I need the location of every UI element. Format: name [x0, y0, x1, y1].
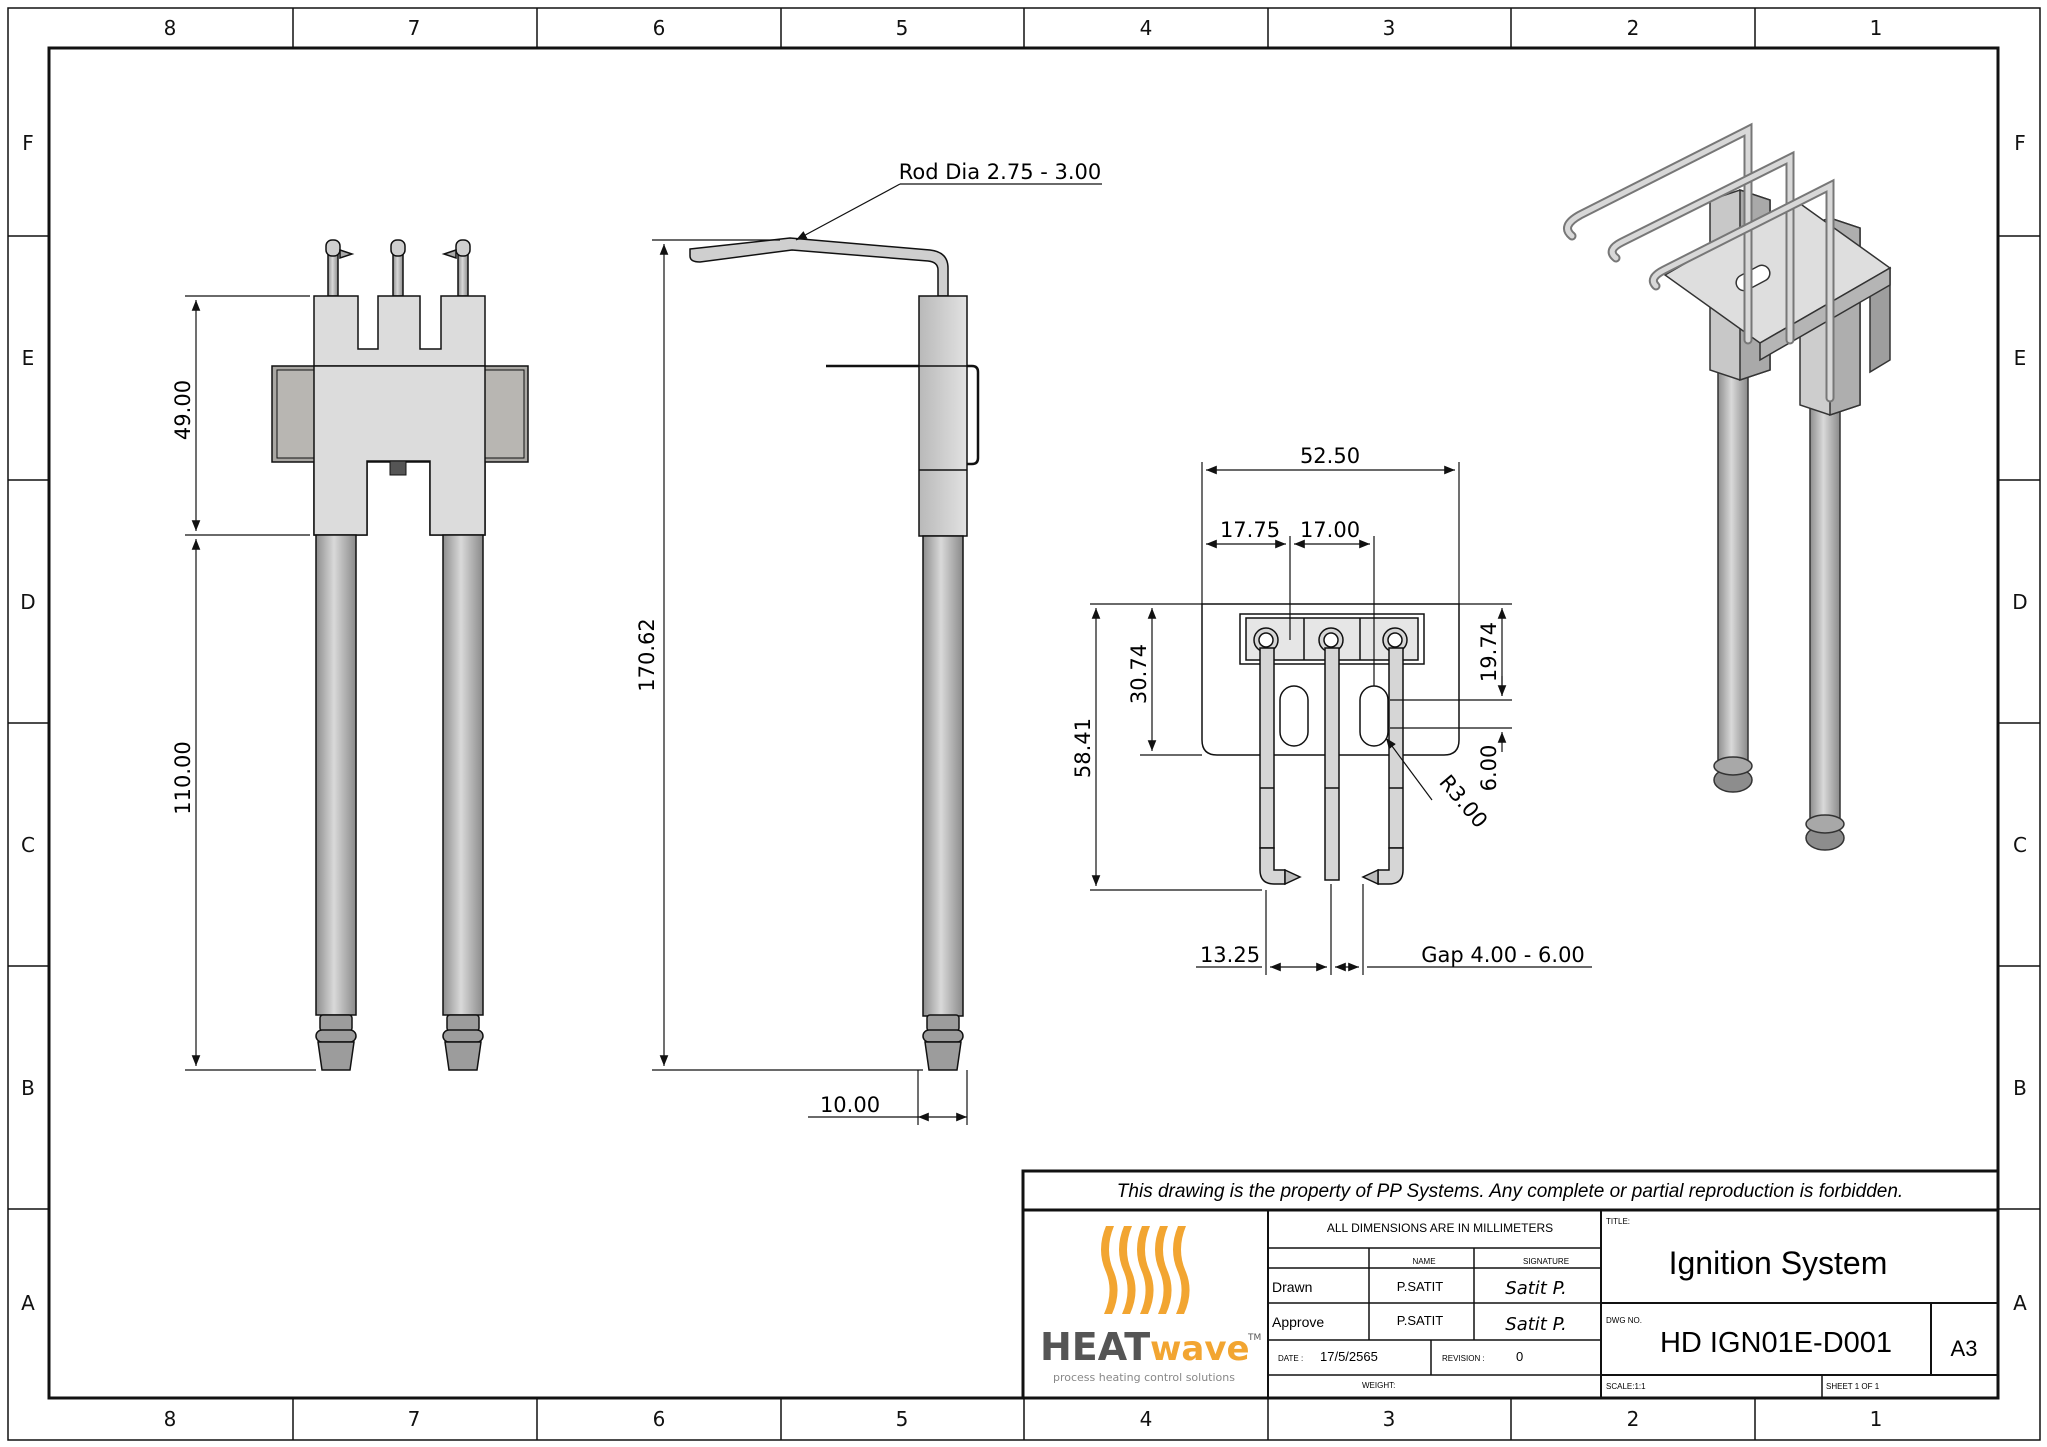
side-rod-bend	[689, 237, 949, 297]
front-view	[271, 239, 529, 1071]
weight-label: WEIGHT:	[1362, 1381, 1395, 1390]
approve-signature: Satit P.	[1505, 1314, 1566, 1335]
zone-col-top: 3	[1383, 16, 1396, 40]
zone-col-bottom: 5	[896, 1407, 909, 1431]
side-dimensions	[652, 183, 1102, 1125]
zone-row-right: F	[2014, 131, 2026, 155]
scale-label: SCALE:1:1	[1606, 1382, 1646, 1391]
zone-col-bottom: 8	[164, 1407, 177, 1431]
dim-10: 10.00	[820, 1093, 880, 1117]
dim-17-00: 17.00	[1300, 518, 1360, 542]
side-view	[689, 237, 980, 1071]
approve-name: P.SATIT	[1397, 1313, 1444, 1328]
dim-30-74: 30.74	[1127, 644, 1151, 704]
revision-value: 0	[1516, 1349, 1523, 1364]
side-rod-tip	[922, 1014, 964, 1071]
side-rod	[922, 535, 964, 1017]
bottom-slot-left	[1279, 685, 1309, 747]
dim-58-41: 58.41	[1071, 718, 1095, 778]
dim-6-00: 6.00	[1477, 745, 1501, 792]
drawing-number: HD IGN01E-D001	[1660, 1327, 1892, 1359]
sheet-size: A3	[1951, 1336, 1978, 1361]
dwg-no-label: DWG NO.	[1606, 1316, 1642, 1325]
zone-col-top: 7	[408, 16, 421, 40]
property-notice: This drawing is the property of PP Syste…	[1117, 1181, 1903, 1202]
zone-row-right: B	[2013, 1076, 2027, 1100]
header-signature: SIGNATURE	[1523, 1257, 1569, 1266]
zone-row-right: D	[2012, 590, 2027, 614]
zone-row-left: A	[21, 1291, 35, 1315]
title-block	[1021, 1169, 2000, 1400]
zone-col-top: 4	[1140, 16, 1153, 40]
flame-icon	[1101, 1226, 1190, 1314]
zone-col-top: 2	[1627, 16, 1640, 40]
zone-row-right: C	[2013, 833, 2027, 857]
zone-col-top: 6	[653, 16, 666, 40]
bottom-slot-right	[1359, 685, 1389, 747]
zone-row-left: C	[21, 833, 35, 857]
isometric-view	[1563, 122, 1892, 851]
drawn-name: P.SATIT	[1397, 1279, 1444, 1294]
sheet-label: SHEET 1 OF 1	[1826, 1382, 1880, 1391]
logo-wave: wave	[1150, 1329, 1250, 1369]
front-dimensions	[185, 295, 316, 1071]
dim-17-75: 17.75	[1220, 518, 1280, 542]
zone-row-left: D	[20, 590, 35, 614]
zone-col-bottom: 6	[653, 1407, 666, 1431]
zone-row-left: E	[22, 346, 35, 370]
side-ceramic	[918, 295, 968, 537]
dim-52-50: 52.50	[1300, 444, 1360, 468]
zone-col-bottom: 4	[1140, 1407, 1153, 1431]
gap-label: Gap 4.00 - 6.00	[1421, 943, 1585, 967]
zone-col-bottom: 7	[408, 1407, 421, 1431]
date-label: DATE :	[1278, 1354, 1303, 1363]
zone-col-bottom: 2	[1627, 1407, 1640, 1431]
zone-col-top: 1	[1870, 16, 1883, 40]
front-rod-left	[315, 534, 357, 1016]
zone-col-top: 8	[164, 16, 177, 40]
title-label: TITLE:	[1606, 1217, 1630, 1226]
dim-110: 110.00	[171, 741, 195, 814]
zone-col-bottom: 3	[1383, 1407, 1396, 1431]
front-rod-tips	[315, 1014, 484, 1071]
approve-label: Approve	[1272, 1314, 1324, 1330]
logo-tm: TM	[1247, 1333, 1261, 1343]
rod-dia-label: Rod Dia 2.75 - 3.00	[899, 160, 1102, 184]
dim-49: 49.00	[171, 380, 195, 440]
revision-label: REVISION :	[1442, 1354, 1485, 1363]
logo-heat: HEAT	[1040, 1325, 1150, 1369]
dim-170: 170.62	[635, 618, 659, 691]
bottom-view	[1201, 603, 1460, 886]
header-name: NAME	[1412, 1257, 1435, 1266]
zone-row-left: B	[21, 1076, 35, 1100]
zone-row-left: F	[22, 131, 34, 155]
dim-13-25: 13.25	[1200, 943, 1260, 967]
front-pins	[325, 239, 471, 297]
zone-col-top: 5	[896, 16, 909, 40]
zone-row-right: E	[2014, 346, 2027, 370]
drawing-title: Ignition System	[1669, 1245, 1888, 1281]
bottom-dimensions	[1090, 462, 1592, 975]
front-rod-right	[442, 534, 484, 1016]
side-bracket	[826, 364, 980, 466]
logo-tagline: process heating control solutions	[1053, 1371, 1235, 1384]
heatwave-logo: HEAT wave TM process heating control sol…	[1040, 1226, 1261, 1384]
zone-row-right: A	[2013, 1291, 2027, 1315]
drawn-signature: Satit P.	[1505, 1278, 1566, 1299]
zone-labels: 8 7 6 5 4 3 2 1 8 7 6 5 4 3 2 1 F E D C …	[20, 16, 2027, 1431]
date-value: 17/5/2565	[1320, 1349, 1378, 1364]
dim-19-74: 19.74	[1477, 622, 1501, 682]
zone-col-bottom: 1	[1870, 1407, 1883, 1431]
drawn-label: Drawn	[1272, 1279, 1312, 1295]
units-note: ALL DIMENSIONS ARE IN MILLIMETERS	[1327, 1221, 1553, 1235]
